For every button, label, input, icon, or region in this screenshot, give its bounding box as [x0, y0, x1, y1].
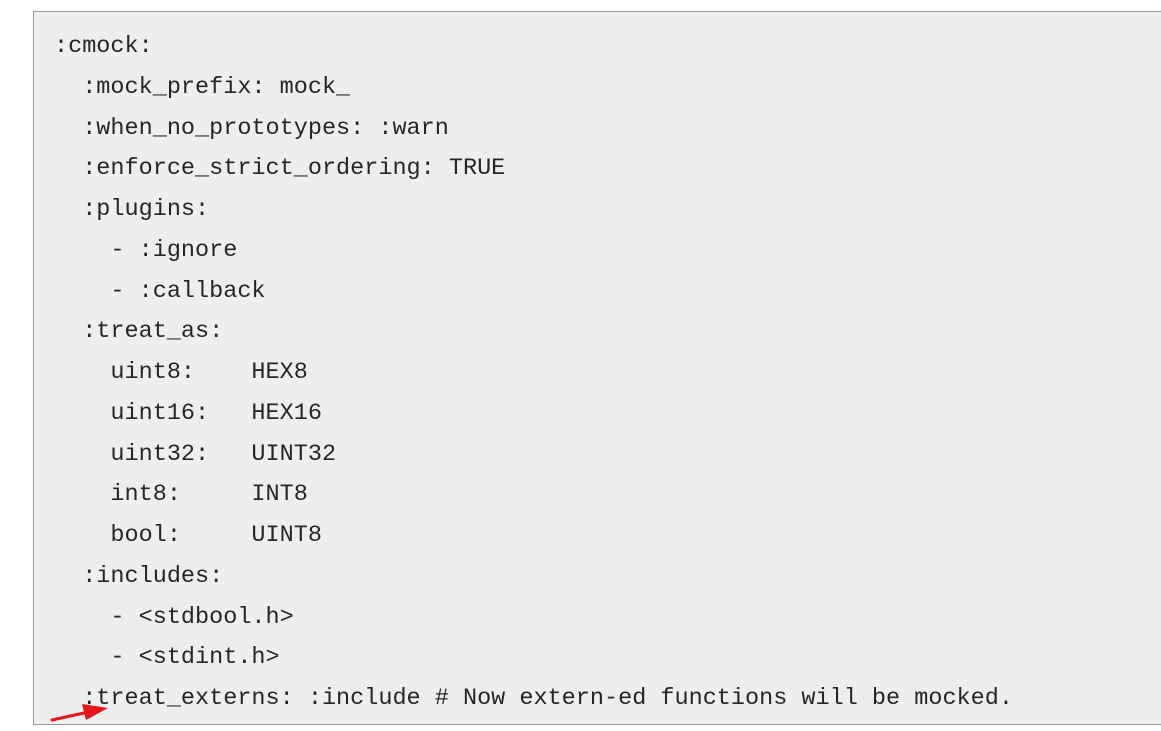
code-line-includes: :includes:	[54, 562, 224, 590]
code-line-when-no-prototypes: :when_no_prototypes: :warn	[54, 114, 449, 142]
code-text: :cmock: :mock_prefix: mock_ :when_no_pro…	[54, 27, 1013, 720]
code-line-treat-externs: :treat_externs: :include # Now extern-ed…	[54, 685, 1013, 712]
code-line-cmock: :cmock:	[54, 33, 153, 60]
code-line-plugins: :plugins:	[54, 196, 210, 223]
code-line-include-stdbool: - <stdbool.h>	[54, 603, 294, 631]
code-line-enforce-strict-ordering: :enforce_strict_ordering: TRUE	[54, 155, 506, 183]
code-line-treat-as: :treat_as:	[54, 318, 224, 346]
code-line-uint8: uint8: HEX8	[54, 359, 308, 386]
code-line-include-stdint: - <stdint.h>	[54, 644, 280, 672]
code-line-plugin-callback: - :callback	[54, 277, 266, 305]
code-line-uint16: uint16: HEX16	[54, 399, 322, 427]
code-line-uint32: uint32: UINT32	[54, 440, 337, 468]
code-block: :cmock: :mock_prefix: mock_ :when_no_pro…	[33, 11, 1161, 725]
code-line-bool: bool: UINT8	[54, 522, 322, 549]
code-line-mock-prefix: :mock_prefix: mock_	[54, 73, 351, 101]
annotation-arrow-icon	[50, 704, 108, 722]
code-line-int8: int8: INT8	[54, 481, 308, 509]
code-line-plugin-ignore: - :ignore	[54, 236, 238, 264]
